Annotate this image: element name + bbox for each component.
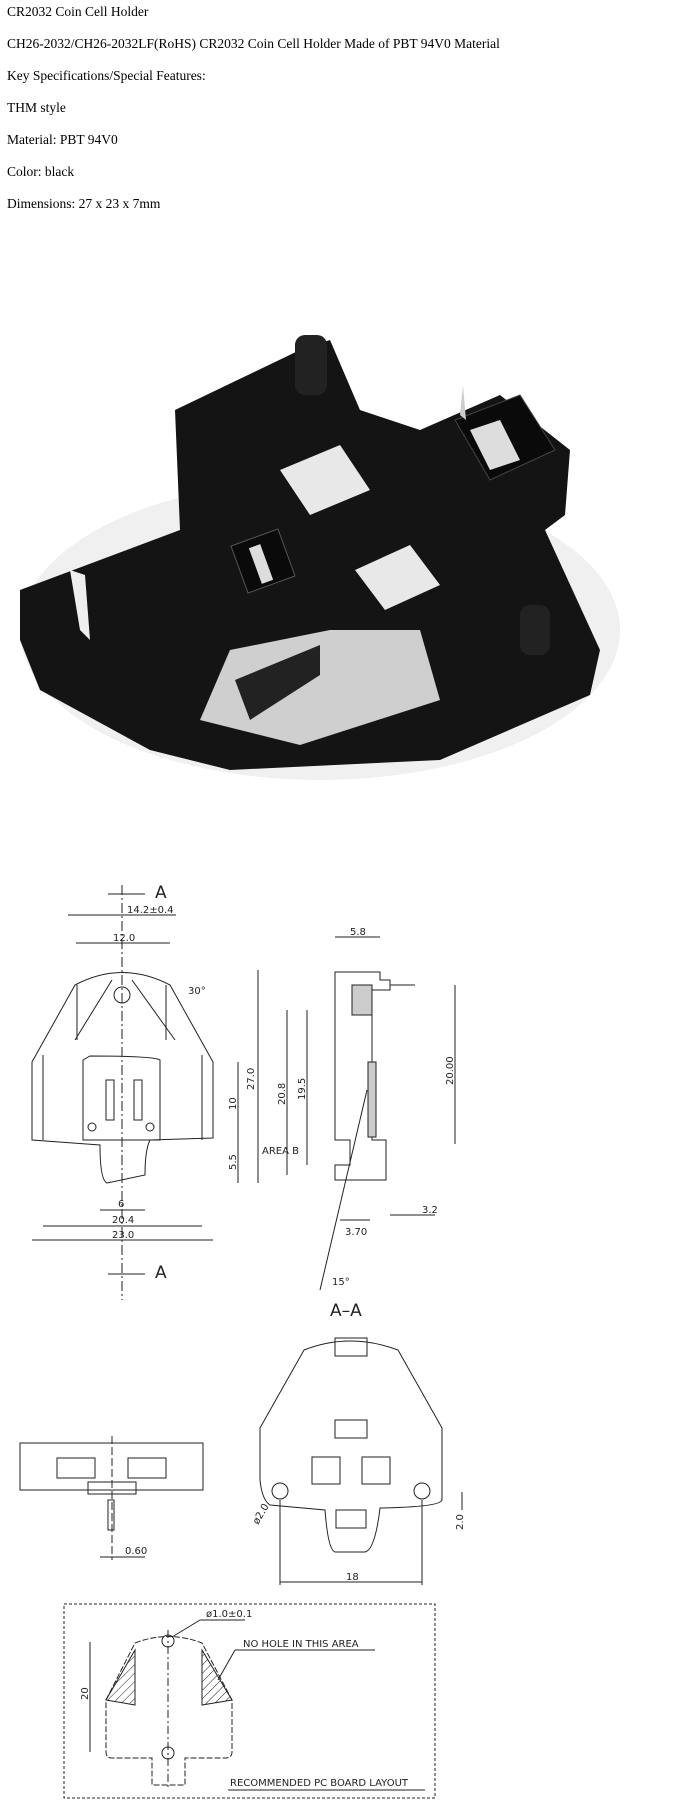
no-hole-note: NO HOLE IN THIS AREA [243, 1639, 359, 1650]
dim-20-00: 20.00 [445, 1056, 456, 1085]
dim-20-4: 20.4 [112, 1215, 134, 1226]
dim-5-5: 5.5 [228, 1154, 239, 1170]
product-photo [0, 300, 700, 800]
section-mark-bottom: A [155, 1263, 167, 1283]
dim-12: 12.0 [113, 933, 135, 944]
dim-27: 27.0 [246, 1068, 257, 1090]
spec-material: Material: PBT 94V0 [7, 132, 118, 147]
dim-angle-30: 30° [188, 986, 206, 997]
dim-3-70: 3.70 [345, 1227, 367, 1238]
section-a-a-view: A–A 18 ø2.0 2.0 [251, 1301, 466, 1585]
dim-19-5: 19.5 [297, 1078, 308, 1100]
side-view: 5.8 20.00 20.8 19.5 AREA B 3.2 3.70 15° [262, 927, 456, 1291]
dim-20-8: 20.8 [277, 1083, 288, 1105]
dim-angle-15: 15° [332, 1277, 350, 1288]
spec-dimensions: Dimensions: 27 x 23 x 7mm [7, 196, 161, 211]
dim-phi-1: ø1.0±0.1 [206, 1609, 252, 1620]
product-description: CH26-2032/CH26-2032LF(RoHS) CR2032 Coin … [7, 36, 500, 51]
dim-2-0: 2.0 [455, 1514, 466, 1530]
dim-14-2: 14.2±0.4 [127, 905, 174, 916]
technical-drawing: A A 14.2±0.4 12.0 30° 27.0 10 5.5 6 20.4… [19, 883, 466, 1799]
front-view: A A 14.2±0.4 12.0 30° 27.0 10 5.5 6 20.4… [31, 883, 259, 1300]
features-heading: Key Specifications/Special Features: [7, 68, 206, 83]
spec-style: THM style [7, 100, 66, 115]
dim-0-60: 0.60 [125, 1546, 147, 1557]
dim-6: 6 [118, 1199, 124, 1210]
section-a-a-title: A–A [330, 1301, 362, 1321]
dim-5-8: 5.8 [350, 927, 366, 938]
dim-20: 20 [80, 1687, 91, 1700]
bottom-side-view: 0.60 [19, 1436, 204, 1560]
area-b-label: AREA B [262, 1146, 299, 1157]
pcb-layout: ø1.0±0.1 20 NO HOLE IN THIS AREA RECOMME… [63, 1603, 436, 1799]
section-mark-top: A [155, 883, 167, 903]
dim-23: 23.0 [112, 1230, 134, 1241]
dim-phi-2: ø2.0 [251, 1502, 272, 1527]
dim-10: 10 [228, 1097, 239, 1110]
dim-3-2: 3.2 [422, 1205, 438, 1216]
pcb-layout-caption: RECOMMENDED PC BOARD LAYOUT [230, 1778, 409, 1789]
dim-18: 18 [346, 1572, 359, 1583]
spec-color: Color: black [7, 164, 75, 179]
page-title: CR2032 Coin Cell Holder [7, 4, 149, 19]
